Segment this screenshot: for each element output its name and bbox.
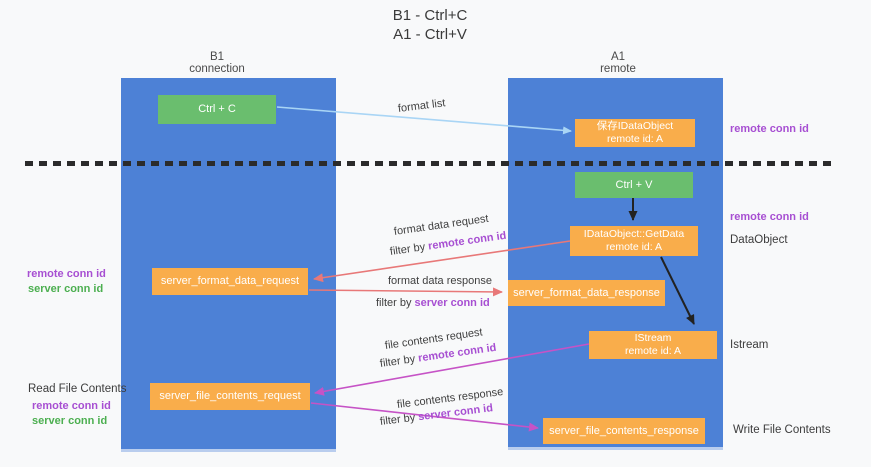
left-format-server-conn-id: server conn id [28, 283, 104, 295]
format-data-response-conn-id: server conn id [414, 297, 490, 309]
format-data-response-arrow [308, 287, 503, 297]
right-column-subtitle: remote [600, 63, 636, 75]
filter-by-prefix: filter by [379, 353, 416, 370]
format-data-response-filter: filter by server conn id [376, 297, 490, 309]
node-server-format-data-response: server_format_data_response [508, 280, 665, 306]
right-remote-conn-id-mid: remote conn id [730, 211, 809, 223]
right-column-title: A1 [610, 51, 626, 63]
right-remote-conn-id-top: remote conn id [730, 123, 809, 135]
node-istream: IStream remote id: A [589, 331, 717, 359]
left-file-server-conn-id: server conn id [32, 415, 108, 427]
diagram-title: B1 - Ctrl+C A1 - Ctrl+V [330, 6, 530, 44]
left-column-header: B1 connection [157, 51, 277, 75]
right-write-file-contents-label: Write File Contents [733, 424, 831, 436]
dashed-separator-line [25, 161, 833, 166]
node-save-idataobject: 保存IDataObject remote id: A [575, 119, 695, 147]
getdata-line2: remote id: A [605, 241, 663, 253]
right-istream-label: Istream [730, 339, 769, 351]
istream-line2: remote id: A [624, 345, 682, 357]
server-format-data-response-label: server_format_data_response [513, 286, 660, 299]
server-format-data-request-label: server_format_data_request [160, 275, 300, 287]
istream-line1: IStream [634, 332, 672, 344]
format-list-label: format list [397, 97, 447, 115]
left-format-remote-conn-id: remote conn id [27, 268, 106, 280]
server-file-contents-request-label: server_file_contents_request [159, 390, 301, 402]
node-server-file-contents-request: server_file_contents_request [150, 383, 310, 410]
ctrl-v-label: Ctrl + V [615, 178, 653, 191]
server-file-contents-response-label: server_file_contents_response [549, 424, 699, 437]
format-data-response-label: format data response [388, 275, 492, 287]
filter-by-prefix: filter by [376, 297, 412, 309]
node-server-format-data-request: server_format_data_request [152, 268, 308, 295]
title-line-1: B1 - Ctrl+C [392, 7, 468, 24]
left-file-remote-conn-id: remote conn id [32, 400, 111, 412]
left-read-file-contents-label: Read File Contents [28, 383, 127, 395]
filter-by-prefix: filter by [379, 411, 416, 428]
format-data-request-conn-id: remote conn id [427, 229, 508, 253]
node-ctrl-c: Ctrl + C [158, 95, 276, 124]
ctrl-c-label: Ctrl + C [198, 103, 236, 115]
title-line-2: A1 - Ctrl+V [393, 26, 467, 43]
left-column-subtitle: connection [189, 63, 245, 75]
filter-by-prefix: filter by [389, 241, 426, 258]
left-column-title: B1 [209, 51, 225, 63]
save-idataobject-line2: remote id: A [606, 133, 664, 145]
save-idataobject-line1: 保存IDataObject [596, 120, 674, 132]
node-ctrl-v: Ctrl + V [575, 172, 693, 198]
right-dataobject-label: DataObject [730, 234, 788, 246]
getdata-line1: IDataObject::GetData [583, 228, 685, 240]
right-column-header: A1 remote [558, 51, 678, 75]
node-server-file-contents-response: server_file_contents_response [543, 418, 705, 444]
node-idataobject-getdata: IDataObject::GetData remote id: A [570, 226, 698, 256]
